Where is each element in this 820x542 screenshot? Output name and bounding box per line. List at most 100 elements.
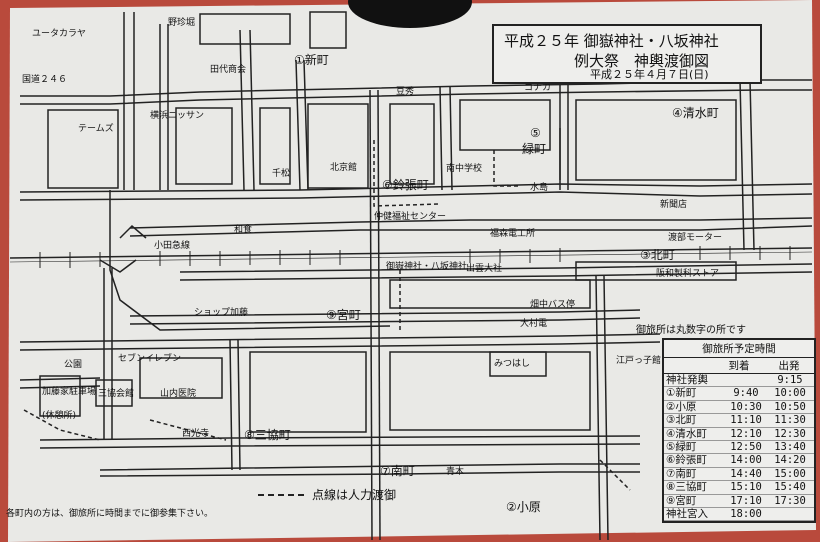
col-depart: 出発 [778, 360, 800, 372]
schedule-cell-depart: 12:30 [774, 427, 806, 440]
legend-text: 点線は人力渡御 [312, 488, 397, 502]
landmark-mitsuhashi: みつはし [494, 359, 531, 369]
landmark-yutakaraya: ユータカラヤ [32, 29, 87, 39]
schedule-cell-depart: 10:50 [774, 400, 806, 413]
schedule-row: ④清水町 12:10 12:30 [664, 428, 814, 441]
schedule-caption: 御旅所は丸数字の所です [636, 325, 746, 336]
schedule-row: ⑥鈴張町 14:00 14:20 [664, 454, 814, 468]
schedule-cell-place: ⑥鈴張町 [666, 454, 707, 467]
float-routes [99, 128, 561, 331]
landmark-shinkoza: 新聞店 [660, 200, 688, 210]
schedule-cell-depart [768, 508, 812, 520]
landmark-route246: 国道２４６ [22, 75, 68, 85]
schedule-cell-arrive: 12:10 [730, 427, 762, 440]
landmark-tashiro: 田代商会 [210, 65, 247, 75]
schedule-cell-place: ⑨宮町 [666, 494, 697, 507]
place-suzuharicho: ⑥鈴張町 [382, 178, 429, 192]
schedule-cell-place: ②小原 [666, 400, 697, 413]
schedule-cell-place: ⑦南町 [666, 467, 697, 480]
schedule-row: ②小原 10:30 10:50 [664, 400, 814, 415]
title-date: 平成２５年４月７日(日) [590, 68, 709, 81]
landmark-teamzu: テームズ [78, 124, 114, 134]
landmark-dokai: 豆秀 [396, 87, 415, 97]
schedule-cell-arrive: 10:30 [730, 400, 762, 413]
landmark-welfare: 仲健福祉センター [374, 212, 447, 222]
col-arrive: 到着 [728, 360, 750, 372]
schedule-cell-arrive: 12:50 [730, 440, 762, 453]
place-midoricho: 緑町 [522, 142, 547, 156]
schedule-cell-depart: 10:00 [774, 387, 806, 400]
place-kitamachi: ③北町 [640, 248, 675, 262]
landmark-kona: コナカ [524, 83, 552, 93]
landmark-kenkobu: 水島 [530, 183, 549, 193]
title-line2: 例大祭 神輿渡御図 [574, 52, 710, 70]
place-ohara: ②小原 [506, 500, 541, 514]
schedule-subheader: 到着 出発 [664, 358, 814, 374]
schedule-row: ⑤緑町 12:50 13:40 [664, 440, 814, 455]
place-sankyocho: ⑧三協町 [244, 428, 291, 442]
landmark-park: 公園 [64, 360, 83, 370]
landmark-yamaguchi: 山内医院 [160, 389, 197, 399]
schedule-cell-arrive: 14:00 [730, 454, 762, 467]
schedule-cell-depart: 15:40 [774, 481, 806, 494]
schedule-cell-arrive: 15:10 [730, 481, 762, 494]
manual-routes [23, 140, 631, 491]
schedule-cell-depart: 15:00 [774, 467, 806, 480]
landmark-shrine: 御嶽神社・八坂神社 [386, 262, 468, 272]
schedule-cell-depart: 13:40 [774, 440, 806, 453]
schedule-cell-place: ⑧三協町 [666, 481, 707, 494]
schedule-cell-arrive: 18:00 [730, 507, 762, 520]
schedule-cell-depart: 14:20 [774, 454, 806, 467]
schedule-cell-depart: 17:30 [774, 494, 806, 507]
schedule-cell-place: ③北町 [666, 414, 697, 427]
footnote: 各町内の方は、御旅所に時間までに御参集下さい。 [6, 509, 214, 519]
landmark-edogawa: 江戸っ子館 [616, 356, 662, 366]
place-midoricho-num: ⑤ [530, 126, 541, 140]
landmark-shop-kato: ショップ加藤 [194, 308, 249, 318]
landmark-ishiyama: 阪和製科ストア [656, 269, 720, 279]
schedule-cell-arrive: 9:40 [733, 387, 759, 400]
title-line1: 平成２５年 御嶽神社・八坂神社 [504, 32, 719, 50]
place-shinmachi: ①新町 [294, 53, 329, 67]
schedule-cell-arrive: 17:10 [730, 494, 762, 507]
landmark-kagai: 加藤家駐車場 [42, 387, 97, 397]
landmark-sankyo-kaikan: 三協会館 [98, 389, 135, 399]
landmark-yokohama-nissan: 横浜ニッサン [150, 111, 205, 121]
schedule-cell-arrive: 11:10 [730, 414, 762, 427]
landmark-chimatsu: 千松 [272, 169, 291, 179]
schedule-cell-depart: 11:30 [774, 414, 806, 427]
landmark-seven: セブンイレブン [118, 354, 182, 364]
landmark-hokkyokan: 北京館 [330, 163, 358, 173]
hole-mark [348, 0, 472, 28]
legend-dash-line [258, 494, 304, 496]
schedule-cell-place: ⑤緑町 [666, 440, 697, 453]
place-shimizucho: ④清水町 [672, 106, 719, 120]
place-minamimachi: ⑦南町 [380, 464, 415, 478]
landmark-kawaguchi: 福森電工所 [490, 229, 536, 239]
place-miyamachi: ⑨宮町 [326, 308, 361, 322]
schedule-row: ⑧三協町 15:10 15:40 [664, 481, 814, 495]
landmark-kagai-rest: (休憩所) [42, 411, 77, 421]
schedule-row: ③北町 11:10 11:30 [664, 414, 814, 428]
landmark-nanchu: 南中学校 [446, 164, 483, 174]
map-title-box: 平成２５年 御嶽神社・八坂神社 例大祭 神輿渡御図 [492, 24, 762, 84]
schedule-cell-place: ①新町 [666, 387, 697, 400]
schedule-row: ①新町 9:40 10:00 [664, 387, 814, 401]
paper-surface [8, 0, 816, 542]
landmark-izumo: 出雲大社 [466, 264, 503, 274]
landmark-nojima: 野珍堀 [168, 18, 196, 28]
landmark-wagashi: 和食 [234, 225, 253, 235]
streets [9, 11, 813, 541]
schedule-cell-place: ④清水町 [666, 427, 707, 440]
landmark-aoki: 青木 [446, 467, 465, 477]
landmark-odakyu: 小田急線 [154, 241, 191, 251]
schedule-cell-arrive [724, 374, 768, 386]
schedule-header: 御旅所予定時間 [664, 340, 814, 358]
landmark-bus: 畑中バス停 [530, 300, 576, 310]
